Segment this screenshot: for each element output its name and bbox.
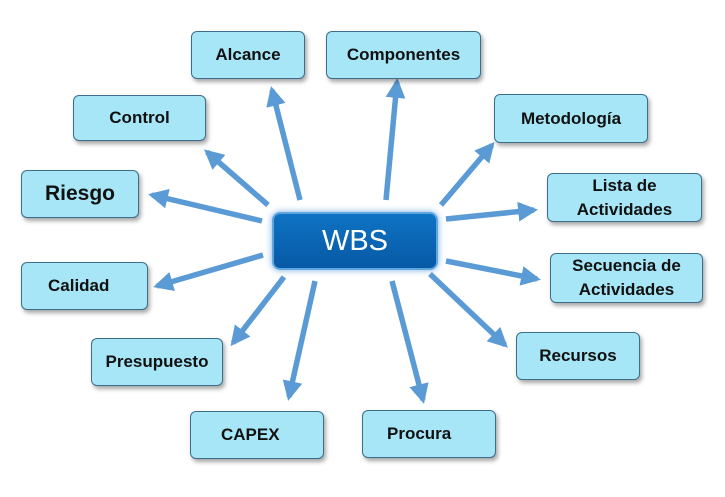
arrow-to-alcance (266, 86, 303, 201)
node-calidad: Calidad (21, 262, 148, 310)
arrow-to-calidad (153, 252, 264, 292)
arrow-to-capex (282, 280, 318, 401)
node-recursos-label: Recursos (539, 346, 617, 366)
node-control-label: Control (109, 108, 170, 128)
node-metodologia-label: Metodología (520, 108, 622, 128)
arrow-to-componentes (383, 78, 406, 201)
node-metodologia: Metodología (494, 94, 648, 143)
node-control: Control (73, 95, 206, 141)
node-presupuesto-label: Presupuesto (105, 352, 209, 372)
node-presupuesto: Presupuesto (91, 338, 223, 386)
node-lista-actividades-label: Lista de Actividades (576, 175, 673, 219)
node-secuencia-actividades-label: Secuencia de Actividades (572, 256, 681, 299)
wbs-center-node: WBS (272, 212, 438, 270)
node-procura: Procura (362, 410, 496, 458)
node-capex-label: CAPEX (221, 425, 280, 445)
arrow-to-presupuesto (230, 275, 287, 347)
arrow-to-secuencia-actividades (445, 258, 541, 286)
node-procura-label: Procura (387, 424, 452, 444)
node-alcance: Alcance (191, 31, 305, 79)
arrow-to-metodologia (438, 141, 495, 207)
node-componentes: Componentes (326, 31, 481, 79)
node-riesgo-label: Riesgo (44, 182, 115, 206)
node-recursos: Recursos (516, 332, 640, 380)
arrow-to-lista-actividades (445, 201, 538, 222)
arrow-to-recursos (428, 272, 508, 348)
node-lista-actividades: Lista de Actividades (547, 173, 702, 222)
node-riesgo: Riesgo (21, 170, 139, 218)
node-calidad-label: Calidad (48, 276, 110, 296)
wbs-center-label: WBS (321, 224, 389, 257)
arrow-to-riesgo (148, 189, 263, 224)
node-secuencia-actividades: Secuencia de Actividades (550, 253, 703, 303)
arrow-to-control (204, 149, 270, 208)
node-capex: CAPEX (190, 411, 324, 459)
node-alcance-label: Alcance (215, 45, 281, 65)
node-componentes-label: Componentes (346, 45, 461, 65)
arrow-to-procura (389, 280, 429, 404)
